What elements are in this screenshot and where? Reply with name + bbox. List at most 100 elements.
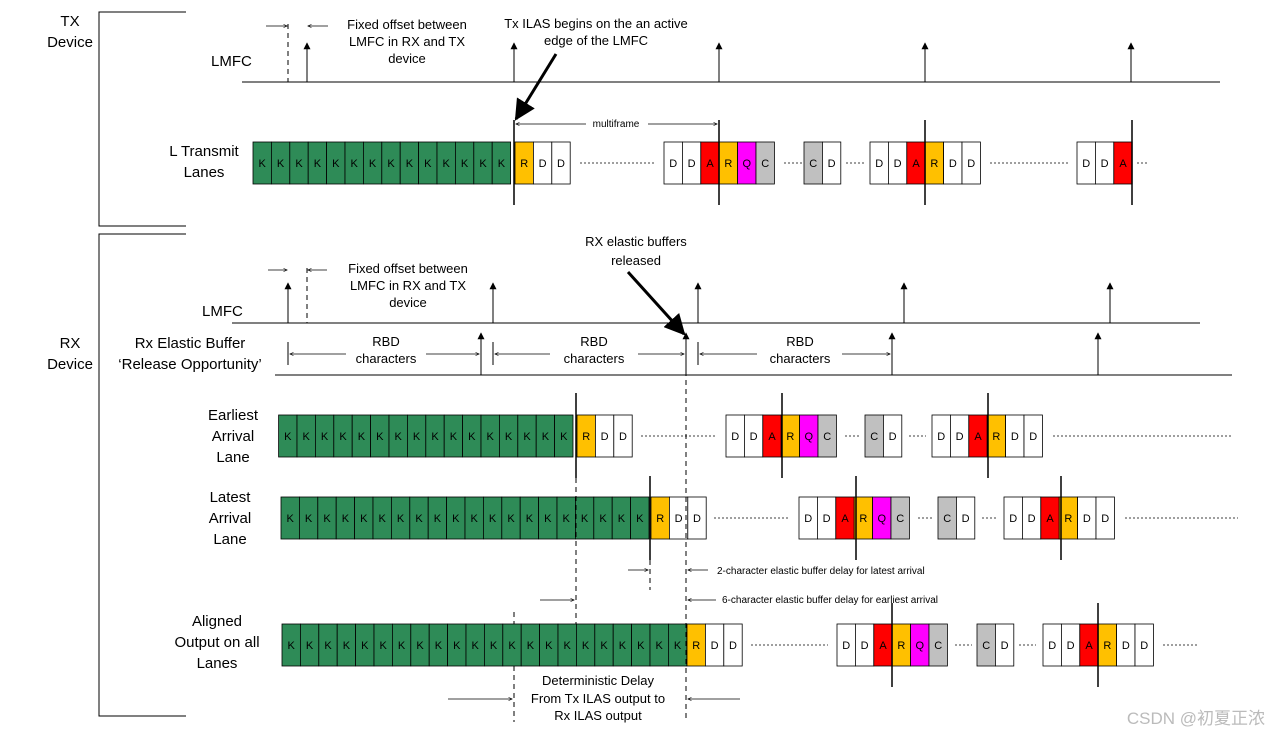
lane-cell-label: D — [1011, 431, 1019, 443]
delay-earliest-note: 6-character elastic buffer delay for ear… — [722, 595, 938, 606]
lane-cell-label: D — [1140, 640, 1148, 652]
release-opportunity-label-line2: ‘Release Opportunity’ — [118, 356, 261, 373]
lane-cell-k — [554, 414, 574, 458]
lane-cell-c — [928, 623, 948, 667]
rbd-label-3-line1: RBD — [786, 334, 813, 349]
lane-cell-label: R — [859, 513, 867, 525]
transmit-lane-markers — [513, 120, 1133, 205]
lane-cell-label: K — [450, 431, 458, 443]
lane-cell-label: K — [332, 158, 340, 170]
latest-lane-label-line2: Arrival — [209, 510, 252, 527]
lane-cell-label: K — [431, 431, 439, 443]
lane-cell-label: D — [894, 158, 902, 170]
lane-cell-label: A — [768, 431, 776, 443]
rx-lmfc-edges — [284, 282, 1114, 323]
lane-cell-label: R — [992, 431, 1000, 443]
lane-cell-label: D — [731, 431, 739, 443]
lane-cell-label: D — [688, 158, 696, 170]
lane-cell-label: K — [544, 513, 552, 525]
lane-cell-label: K — [656, 640, 664, 652]
watermark: CSDN @初夏正浓 — [1127, 709, 1265, 728]
lane-cell-label: Q — [916, 640, 925, 652]
rx-device-label-line1: RX — [60, 335, 81, 352]
lane-cell-k — [630, 496, 650, 540]
multiframe-label: multiframe — [593, 119, 640, 130]
lane-cell-d — [551, 141, 571, 185]
lane-cell-label: K — [398, 640, 406, 652]
lane-cell-label: K — [324, 640, 332, 652]
rbd-label-2-line1: RBD — [580, 334, 607, 349]
lane-cell-label: D — [1048, 640, 1056, 652]
lane-cell-label: K — [303, 431, 311, 443]
earliest-lane-markers — [575, 393, 989, 478]
lane-cell-label: K — [395, 431, 403, 443]
earliest-lane-label-line1: Earliest — [208, 407, 259, 424]
lane-cell-label: K — [545, 640, 553, 652]
lane-cell-label: R — [930, 158, 938, 170]
lane-cell-label: K — [618, 513, 626, 525]
lane-cell-label: D — [842, 640, 850, 652]
lane-cell-label: K — [415, 513, 423, 525]
lane-cell-label: D — [601, 431, 609, 443]
lane-cell-label: D — [828, 158, 836, 170]
lane-cell-label: D — [675, 513, 683, 525]
lane-cell-label: K — [361, 640, 369, 652]
tx-device-label-line1: TX — [60, 13, 79, 30]
aligned-output-label-line1: Aligned — [192, 613, 242, 630]
tx-lmfc-edges — [303, 42, 1135, 82]
lane-cell-label: D — [889, 431, 897, 443]
rbd-label-1-line1: RBD — [372, 334, 399, 349]
lane-cell-c — [890, 496, 910, 540]
lane-cell-label: K — [564, 640, 572, 652]
tx-fixed-offset-note-line1: Fixed offset between — [347, 17, 467, 32]
lane-cell-label: D — [1083, 513, 1091, 525]
tx-ilas-pointer-arrow — [514, 53, 558, 121]
lane-cell-label: D — [729, 640, 737, 652]
rbd-label-1-line2: characters — [356, 351, 417, 366]
lane-cell-label: K — [674, 640, 682, 652]
lane-cell-label: K — [342, 513, 350, 525]
aligned-output-label-line3: Lanes — [197, 655, 238, 672]
lane-cell-label: C — [809, 158, 817, 170]
lane-cell-label: K — [287, 513, 295, 525]
lane-cell-label: K — [397, 513, 405, 525]
lane-cell-c — [755, 141, 775, 185]
lane-cell-label: D — [711, 640, 719, 652]
lane-cell-label: K — [472, 640, 480, 652]
release-opportunity-label-line1: Rx Elastic Buffer — [135, 335, 246, 352]
lane-cell-label: K — [523, 431, 531, 443]
lane-cell-label: K — [487, 431, 495, 443]
rx-fixed-offset-note-line3: device — [389, 295, 427, 310]
lane-cell-label: C — [943, 513, 951, 525]
transmit-lanes-label-line2: Lanes — [184, 164, 225, 181]
lane-cell-label: R — [692, 640, 700, 652]
lane-cell-label: C — [761, 158, 769, 170]
lane-cell-label: D — [1028, 513, 1036, 525]
lane-cell-label: K — [379, 513, 387, 525]
lane-cell-label: A — [706, 158, 714, 170]
lane-cell-label: Q — [878, 513, 887, 525]
lane-cell-label: K — [343, 640, 351, 652]
tx-ilas-note-line2: edge of the LMFC — [544, 33, 648, 48]
latest-lane-markers — [649, 476, 1062, 560]
lane-cell-label: R — [786, 431, 794, 443]
lane-cell-label: K — [376, 431, 384, 443]
lane-cell-label: K — [306, 640, 314, 652]
lane-cell-label: K — [498, 158, 506, 170]
lane-cell-label: K — [461, 158, 469, 170]
lane-cell-k — [491, 141, 512, 185]
lane-cell-d — [961, 141, 981, 185]
rx-fixed-offset-note-line2: LMFC in RX and TX — [350, 278, 466, 293]
lane-cell-label: D — [1067, 640, 1075, 652]
lane-cell-d — [822, 141, 842, 185]
lane-cell-label: C — [823, 431, 831, 443]
lane-cell-label: K — [599, 513, 607, 525]
lane-cell-label: K — [542, 431, 550, 443]
rx-device-label-line2: Device — [47, 356, 93, 373]
earliest-lane-label-line2: Arrival — [212, 428, 255, 445]
aligned-lane-markers — [891, 603, 1099, 687]
lane-cell-label: A — [1119, 158, 1127, 170]
